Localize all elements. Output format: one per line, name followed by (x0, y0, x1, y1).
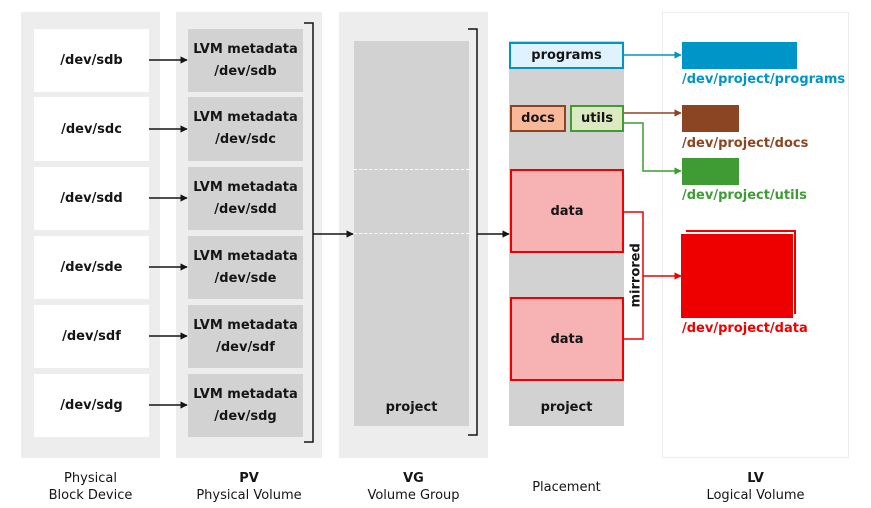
physical-column-label: Physical Block Device (21, 470, 160, 504)
placement-column-label: Placement (532, 480, 601, 495)
pv-metadata-label: LVM metadata (193, 41, 298, 57)
pv-block: LVM metadata/dev/sdc (188, 97, 303, 161)
placement-data-label: data (550, 331, 584, 347)
placement-docs: docs (510, 105, 566, 132)
pv-device-label: /dev/sdg (214, 408, 277, 424)
pv-label-title: PV (239, 471, 259, 486)
physical-device-label: /dev/sdc (61, 121, 122, 137)
pv-device-label: /dev/sde (214, 270, 277, 286)
vg-name: project (385, 400, 438, 415)
pv-block: LVM metadata/dev/sdg (188, 374, 303, 437)
lv-column-label: LV Logical Volume (662, 470, 849, 504)
physical-device-label: /dev/sdg (60, 398, 123, 413)
pv-device-label: /dev/sdc (215, 132, 276, 147)
physical-label-line1: Physical (64, 471, 117, 486)
physical-label-line2: Block Device (48, 488, 133, 503)
vg-bracket (468, 28, 478, 436)
vg-label-title: VG (403, 471, 424, 486)
vg-label-sub: Volume Group (367, 488, 460, 503)
pv-device-label: /dev/sdb (214, 63, 277, 79)
pv-bracket (304, 22, 314, 443)
lv-programs-block (682, 42, 797, 69)
physical-device-label: /dev/sde (60, 260, 123, 275)
physical-device-label: /dev/sdf (62, 329, 121, 344)
lv-docs-block (682, 105, 739, 132)
lv-data-label: /dev/project/data (682, 321, 808, 336)
placement-data-label: data (550, 203, 584, 219)
lv-utils-block (682, 158, 739, 185)
pv-device-label: /dev/sdd (214, 201, 277, 217)
lv-utils-label: /dev/project/utils (682, 188, 807, 203)
pv-metadata-label: LVM metadata (193, 179, 298, 195)
pv-metadata-label: LVM metadata (193, 317, 298, 333)
device-to-pv-arrows (149, 56, 188, 409)
placement-utils-label: utils (580, 111, 614, 126)
physical-device: /dev/sdg (34, 374, 149, 437)
pv-device-label: /dev/sdf (216, 339, 275, 355)
placement-data-mirror: data (510, 297, 624, 381)
physical-device-label: /dev/sdb (60, 53, 123, 68)
placement-docs-label: docs (521, 111, 555, 126)
pv-label-sub: Physical Volume (196, 488, 302, 503)
physical-device: /dev/sdd (34, 167, 149, 230)
lv-label-title: LV (747, 471, 764, 486)
utils-arrow (624, 122, 682, 175)
vg-divider (354, 169, 469, 170)
pv-block: LVM metadata/dev/sde (188, 236, 303, 299)
mirrored-bracket (624, 211, 644, 340)
lv-label-sub: Logical Volume (706, 488, 805, 503)
placement-programs-label: programs (531, 48, 602, 63)
physical-device: /dev/sdf (34, 305, 149, 368)
lv-docs-label: /dev/project/docs (682, 136, 809, 151)
placement-data-primary: data (510, 169, 624, 253)
lv-programs-label: /dev/project/programs (682, 72, 846, 87)
pv-column-label: PV Physical Volume (176, 470, 322, 504)
physical-device-label: /dev/sdd (60, 191, 123, 206)
placement-utils: utils (570, 105, 624, 132)
physical-device: /dev/sde (34, 236, 149, 299)
vg-column-label: VG Volume Group (339, 470, 488, 504)
pv-metadata-label: LVM metadata (193, 386, 298, 402)
lv-data-block (681, 234, 793, 318)
physical-device: /dev/sdc (34, 97, 149, 161)
pv-block: LVM metadata/dev/sdf (188, 305, 303, 368)
pv-metadata-label: LVM metadata (193, 110, 298, 125)
physical-device: /dev/sdb (34, 29, 149, 92)
pv-block: LVM metadata/dev/sdd (188, 167, 303, 230)
placement-name: project (540, 400, 593, 415)
pv-block: LVM metadata/dev/sdb (188, 29, 303, 92)
placement-programs: programs (509, 42, 624, 69)
vg-divider (354, 233, 469, 234)
pv-metadata-label: LVM metadata (193, 248, 298, 264)
lv-data-mirror-outline (686, 230, 796, 314)
